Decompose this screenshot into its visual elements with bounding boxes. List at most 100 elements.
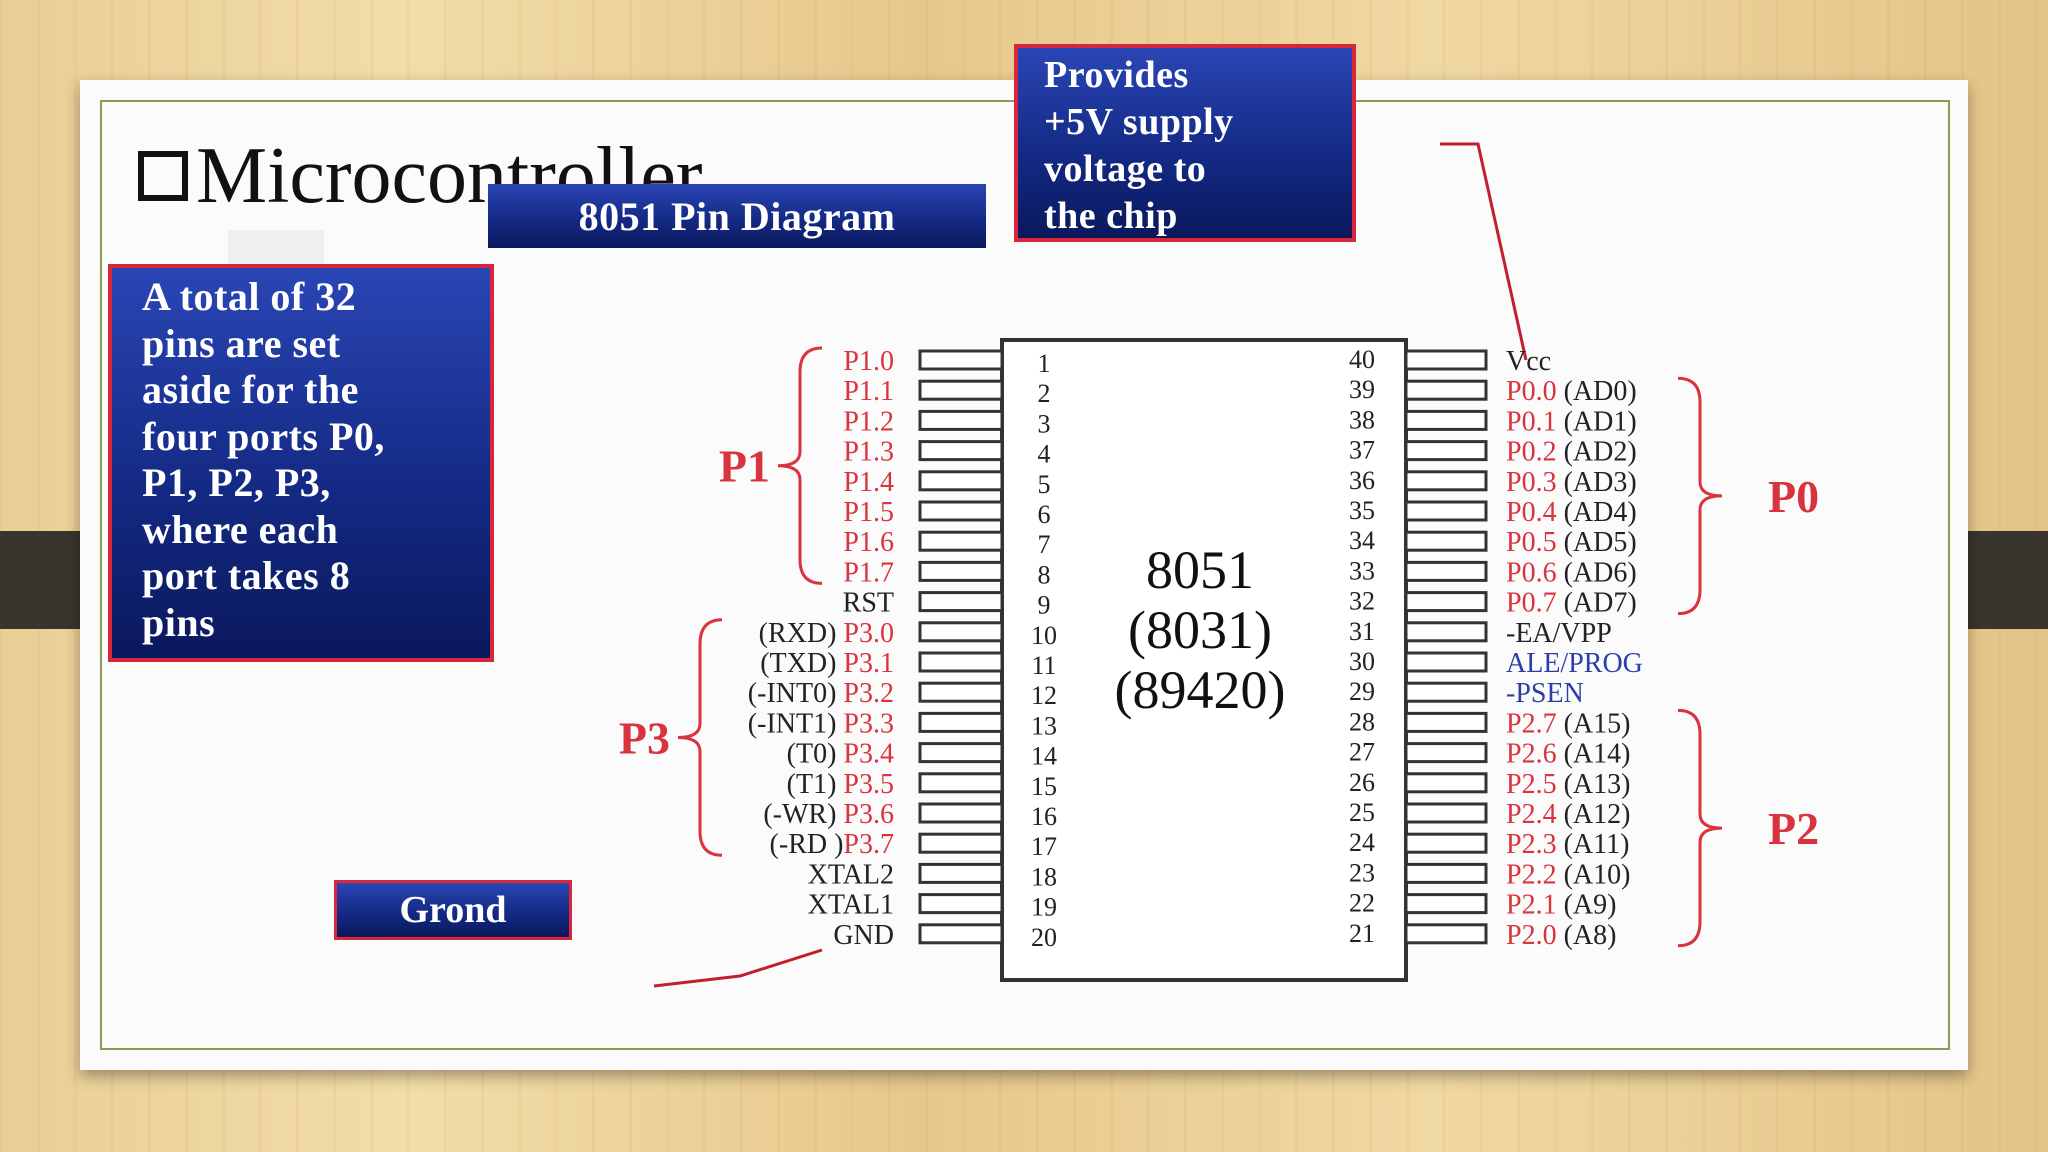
pin-function: (AD3) <box>1557 467 1637 498</box>
pin-label-right: P0.1 (AD1) <box>1506 406 1637 437</box>
pin-name: P2.0 <box>1506 920 1557 951</box>
supply-connector-line <box>1440 142 1528 361</box>
pin-function: (-INT1) <box>748 708 844 739</box>
pin-name: P0.2 <box>1506 437 1557 468</box>
pin-function: (AD1) <box>1557 406 1637 437</box>
pin-stub-right <box>1404 681 1488 703</box>
pin-label-right: P2.2 (A10) <box>1506 859 1630 890</box>
pin-label-left: (-RD )P3.7 <box>770 829 894 860</box>
pin-stub-left <box>918 923 1004 945</box>
pin-stub-right <box>1404 379 1488 401</box>
pin-name: P3.1 <box>843 648 894 679</box>
pin-label-left: RST <box>843 588 894 619</box>
pin-label-left: (T0) P3.4 <box>787 739 894 770</box>
pin-stub-right <box>1404 349 1488 371</box>
ports-note-line: A total of 32 <box>142 274 357 319</box>
pin-name: P3.0 <box>843 618 894 649</box>
pin-function: (RXD) <box>759 618 844 649</box>
diagram-title-box: 8051 Pin Diagram <box>488 184 986 248</box>
pin-stub-left <box>918 560 1004 582</box>
pin-label-right: ALE/PROG <box>1506 648 1643 679</box>
port-brace-p0 <box>1677 376 1723 616</box>
pin-stub-right <box>1404 621 1488 643</box>
pin-stub-right <box>1404 651 1488 673</box>
pin-number: 14 <box>1031 742 1057 771</box>
supply-note-line: the chip <box>1044 195 1178 237</box>
pin-stub-right <box>1404 560 1488 582</box>
pin-name: -EA/VPP <box>1506 618 1612 649</box>
port-label-p2: P2 <box>1768 803 1819 854</box>
pin-stub-right <box>1404 409 1488 431</box>
ground-label: Grond <box>399 889 507 931</box>
pin-name: P1.6 <box>843 527 894 558</box>
pin-number: 17 <box>1031 832 1057 861</box>
port-brace-p2 <box>1677 708 1723 948</box>
pin-label-left: XTAL1 <box>808 890 894 921</box>
pin-function: (-RD ) <box>770 829 844 860</box>
pin-stub-right <box>1404 772 1488 794</box>
ground-connector-line <box>653 948 823 988</box>
pin-number: 19 <box>1031 893 1057 922</box>
pin-stub-left <box>918 742 1004 764</box>
pin-label-right: P0.2 (AD2) <box>1506 437 1637 468</box>
ports-note-line: aside for the <box>142 367 359 412</box>
pin-number: 13 <box>1031 711 1057 740</box>
pin-stub-right <box>1404 893 1488 915</box>
pin-function: (T1) <box>787 769 844 800</box>
pin-stub-left <box>918 802 1004 824</box>
pin-name: ALE/PROG <box>1506 648 1643 679</box>
ground-label-box: Grond <box>334 880 572 940</box>
port-label-p3: P3 <box>619 713 670 764</box>
pin-label-left: (RXD) P3.0 <box>759 618 894 649</box>
pin-number: 2 <box>1038 379 1051 408</box>
pin-stub-left <box>918 711 1004 733</box>
pin-number: 36 <box>1349 466 1375 495</box>
pin-stub-left <box>918 681 1004 703</box>
pin-label-left: P1.6 <box>843 527 894 558</box>
pin-stub-right <box>1404 862 1488 884</box>
pin-stub-left <box>918 349 1004 371</box>
pin-label-right: P2.4 (A12) <box>1506 799 1630 830</box>
pin-label-right: P0.5 (AD5) <box>1506 527 1637 558</box>
ports-note-line: pins are set <box>142 320 341 366</box>
pin-label-left: P1.1 <box>843 376 894 407</box>
pin-name: GND <box>833 920 894 951</box>
pins-layer: 1P1.02P1.13P1.24P1.35P1.46P1.57P1.68P1.7… <box>748 345 1643 952</box>
pin-number: 34 <box>1349 526 1375 555</box>
pin-name: P2.1 <box>1506 890 1557 921</box>
pin-stub-left <box>918 893 1004 915</box>
pin-label-left: P1.4 <box>843 467 894 498</box>
pin-function: (A10) <box>1557 859 1631 890</box>
supply-note-line: +5V supply <box>1044 101 1234 143</box>
pin-stub-left <box>918 591 1004 613</box>
pin-label-left: (TXD) P3.1 <box>760 648 894 679</box>
pin-number: 6 <box>1038 500 1051 529</box>
pin-name: P1.5 <box>843 497 894 528</box>
pin-name: P0.5 <box>1506 527 1557 558</box>
pin-name: Vcc <box>1506 346 1551 377</box>
pin-name: P3.5 <box>843 769 894 800</box>
pin-function: (AD0) <box>1557 376 1637 407</box>
pin-number: 21 <box>1349 919 1375 948</box>
pin-name: P0.7 <box>1506 588 1557 619</box>
pin-name: P1.0 <box>843 346 894 377</box>
pin-name: P0.6 <box>1506 557 1557 588</box>
pin-stub-left <box>918 409 1004 431</box>
pin-number: 26 <box>1349 768 1375 797</box>
chip-body <box>1000 338 1408 982</box>
pin-name: P2.4 <box>1506 799 1557 830</box>
pin-name: P0.4 <box>1506 497 1557 528</box>
pin-stub-right <box>1404 923 1488 945</box>
pin-function: (-WR) <box>763 799 843 830</box>
pin-label-right: P2.6 (A14) <box>1506 739 1630 770</box>
chip-label-8031: (8031) <box>1128 600 1272 660</box>
pin-stub-right <box>1404 802 1488 824</box>
pin-stub-right <box>1404 470 1488 492</box>
pin-stub-left <box>918 470 1004 492</box>
pin-number: 22 <box>1349 889 1375 918</box>
pin-function: (A15) <box>1557 708 1631 739</box>
pin-number: 23 <box>1349 858 1375 887</box>
pin-label-left: P1.0 <box>843 346 894 377</box>
supply-note-line: voltage to <box>1044 148 1207 190</box>
pin-number: 30 <box>1349 647 1375 676</box>
